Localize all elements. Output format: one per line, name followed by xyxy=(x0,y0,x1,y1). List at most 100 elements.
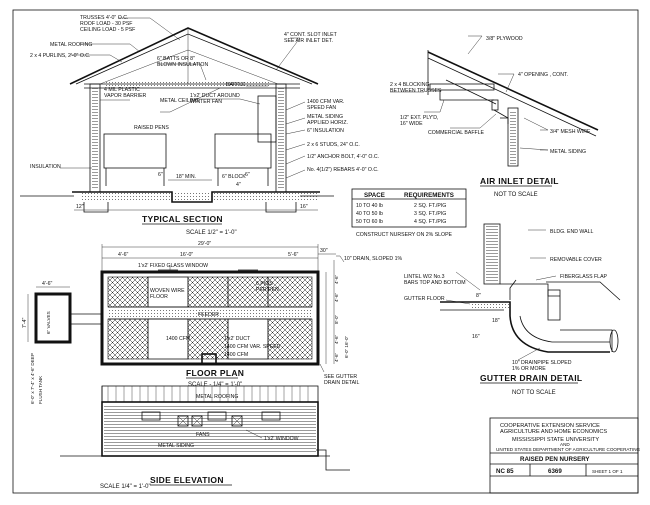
fp-label-pigs2: PER PEN xyxy=(256,287,279,293)
tb-plan-no: NC 85 xyxy=(496,468,514,475)
fp-side-dim-3: 8'-0" xyxy=(334,314,339,324)
fp-dim-5-6: 5'-6" xyxy=(288,252,298,258)
duct-box xyxy=(257,95,277,143)
fp-side-dim-5: 4'-6" xyxy=(334,352,339,362)
inlet-label-ext2: 16" WIDE xyxy=(400,121,423,127)
space-row-2-space: 3 SQ. FT./PIG xyxy=(414,211,446,217)
fp-label-cfm-var2: 1400 CFM xyxy=(224,352,248,358)
gutter-label-cover: REMOVABLE COVER xyxy=(550,257,602,263)
label-insulation: INSULATION xyxy=(30,164,61,170)
se-label-roofing: METAL ROOFING xyxy=(196,394,238,400)
fp-dim-16: 16'-0" xyxy=(180,252,193,258)
gutter-label-lintel1: LINTEL W/2 No.3 xyxy=(404,274,445,280)
label-roof-load: ROOF LOAD - 30 PSF xyxy=(80,21,132,27)
fp-side-dim-4: 4'-6" xyxy=(334,334,339,344)
tb-sheet: SHEET 1 OF 1 xyxy=(592,469,623,474)
fp-label-woven1: WOVEN WIRE xyxy=(150,288,185,294)
gutter-dim-8: 8" xyxy=(476,293,481,299)
space-requirements-table: SPACE REQUIREMENTS 10 TO 40 lb 2 SQ. FT.… xyxy=(351,188,467,238)
label-duct2: WINTER FAN xyxy=(190,99,222,105)
fp-side-dim-2: 4'-6" xyxy=(334,292,339,302)
flush-tank-label2: FLUSH TANK xyxy=(38,375,43,404)
dim-4: 4" xyxy=(236,182,241,188)
gutter-label-flap: FIBERGLASS FLAP xyxy=(560,274,608,280)
label-block: 6" BLOCK xyxy=(222,174,246,180)
tb-line4: AND xyxy=(560,442,570,447)
air-inlet-title: AIR INLET DETAIL xyxy=(480,176,559,186)
gutter-label-drain2: 1% OR MORE xyxy=(512,366,546,372)
fp-label-woven2: FLOOR xyxy=(150,294,168,300)
label-vapor1: 4 MIL PLASTIC xyxy=(104,87,140,93)
dim-6a: 6" xyxy=(158,172,163,178)
label-ceiling-load: CEILING LOAD - 5 PSF xyxy=(80,27,135,33)
gutter-dim-18: 18" xyxy=(492,318,500,324)
label-siding1: METAL SIDING xyxy=(307,114,343,120)
label-batts: 6" BATTS OR 8" xyxy=(157,56,195,62)
inlet-label-siding: METAL SIDING xyxy=(550,149,586,155)
inlet-label-baffle: COMMERCIAL BAFFLE xyxy=(428,130,485,136)
fp-label-drain: 10" DRAIN, SLOPED 1% xyxy=(344,256,402,262)
gutter-drain-detail: BLDG. END WALL REMOVABLE COVER FIBERGLAS… xyxy=(404,223,621,396)
flush-tank-valves: 6" VALVES xyxy=(46,311,51,334)
label-slot2: SEE AIR INLET DET. xyxy=(284,38,333,44)
fp-label-duct: 1'x2' DUCT xyxy=(224,336,251,342)
flush-tank-label1: 6'-0" x 7'-4" x 4'-6" DEEP xyxy=(30,353,35,404)
label-fan1: 1400 CFM VAR. xyxy=(307,99,344,105)
side-elevation: METAL ROOFING FANS METAL SIDING 1'x2' WI… xyxy=(60,385,350,490)
space-header-left: SPACE xyxy=(364,192,385,199)
space-header-right: REQUIREMENTS xyxy=(404,192,454,199)
gutter-subtitle: NOT TO SCALE xyxy=(512,390,556,396)
gutter-title: GUTTER DRAIN DETAIL xyxy=(480,373,582,383)
air-inlet-subtitle: NOT TO SCALE xyxy=(494,192,538,198)
gutter-label-lintel2: BARS TOP AND BOTTOM xyxy=(404,280,466,286)
space-row-1-space: 2 SQ. FT./PIG xyxy=(414,203,446,209)
label-raised-pens: RAISED PENS xyxy=(134,125,169,131)
space-row-2-range: 40 TO 50 lb xyxy=(356,211,383,217)
fp-dim-4-6a: 4'-6" xyxy=(118,252,128,258)
title-block: COOPERATIVE EXTENSION SERVICE AGRICULTUR… xyxy=(489,417,641,494)
gutter-label-drain1: 10" DRAINPIPE SLOPED xyxy=(512,360,572,366)
label-metal-ceiling: METAL CEILING xyxy=(160,98,199,104)
flush-tank: 4'-6" 7'-4" 6" VALVES 6'-0" x 7'-4" x 4'… xyxy=(22,281,102,404)
gutter-label-floor: GUTTER FLOOR xyxy=(404,296,445,302)
se-label-window: 1'x2' WINDOW xyxy=(264,436,299,442)
gutter-dim-16: 16" xyxy=(472,334,480,340)
fp-label-gutter1: SEE GUTTER xyxy=(324,374,357,380)
dim-6b: 6" xyxy=(245,172,250,178)
label-metal-roofing: METAL ROOFING xyxy=(50,42,92,48)
flush-tank-outline xyxy=(34,292,72,344)
space-note: CONSTRUCT NURSERY ON 2% SLOPE xyxy=(356,232,453,238)
side-elevation-title: SIDE ELEVATION xyxy=(150,475,224,485)
inlet-label-blocking2: BETWEEN TRUSSES xyxy=(390,88,442,94)
inlet-label-blocking1: 2 x 4 BLOCKING xyxy=(390,82,430,88)
side-elevation-scale: SCALE 1/4" = 1'-0" xyxy=(100,484,151,490)
tb-project: RAISED PEN NURSERY xyxy=(520,456,590,463)
tb-line3: MISSISSIPPI STATE UNIVERSITY xyxy=(512,437,599,443)
fp-duct xyxy=(201,353,217,365)
label-slot1: 4" CONT. SLOT INLET xyxy=(284,32,338,38)
label-ins6: 6" INSULATION xyxy=(307,128,344,134)
space-row-1-range: 10 TO 40 lb xyxy=(356,203,383,209)
fp-outer-dim: 6'-0" 16'-0" xyxy=(344,336,349,358)
tb-line5: UNITED STATES DEPARTMENT OF AGRICULTURE … xyxy=(496,447,641,452)
fp-label-cfm-var: 1400 CFM VAR. SPEED xyxy=(224,344,281,350)
flush-tank-dim-top: 4'-6" xyxy=(42,281,52,287)
floor-plan-title: FLOOR PLAN xyxy=(186,368,244,378)
typical-section: TRUSSES 4'-0" O.C. ROOF LOAD - 30 PSF CE… xyxy=(20,15,379,236)
inlet-roof-line xyxy=(427,51,599,131)
inlet-label-ext1: 1/2" EXT. PLY'D, xyxy=(400,115,439,121)
label-trusses: TRUSSES 4'-0" O.C. xyxy=(80,15,128,21)
right-raised-pen xyxy=(214,133,272,169)
inlet-label-mesh: 3/4" MESH WIRE xyxy=(550,129,591,135)
label-rebars: No. 4(1/2") REBARS 4'-0" O.C. xyxy=(307,167,379,173)
space-row-3-space: 4 SQ. FT./PIG xyxy=(414,219,446,225)
fp-label-cfm1400: 1400 CFM xyxy=(166,336,190,342)
label-fan2: SPEED FAN xyxy=(307,105,336,111)
dim-16: 16" xyxy=(300,204,308,210)
label-blown: BLOWN INSULATION xyxy=(157,62,208,68)
label-studs: 2 x 6 STUDS, 24" O.C. xyxy=(307,142,360,148)
fp-dim-total: 29'-0" xyxy=(198,241,211,247)
se-label-siding: METAL SIDING xyxy=(158,443,194,449)
sheet-border xyxy=(12,9,639,494)
fp-label-window: 1'x2' FIXED GLASS WINDOW xyxy=(138,263,208,269)
